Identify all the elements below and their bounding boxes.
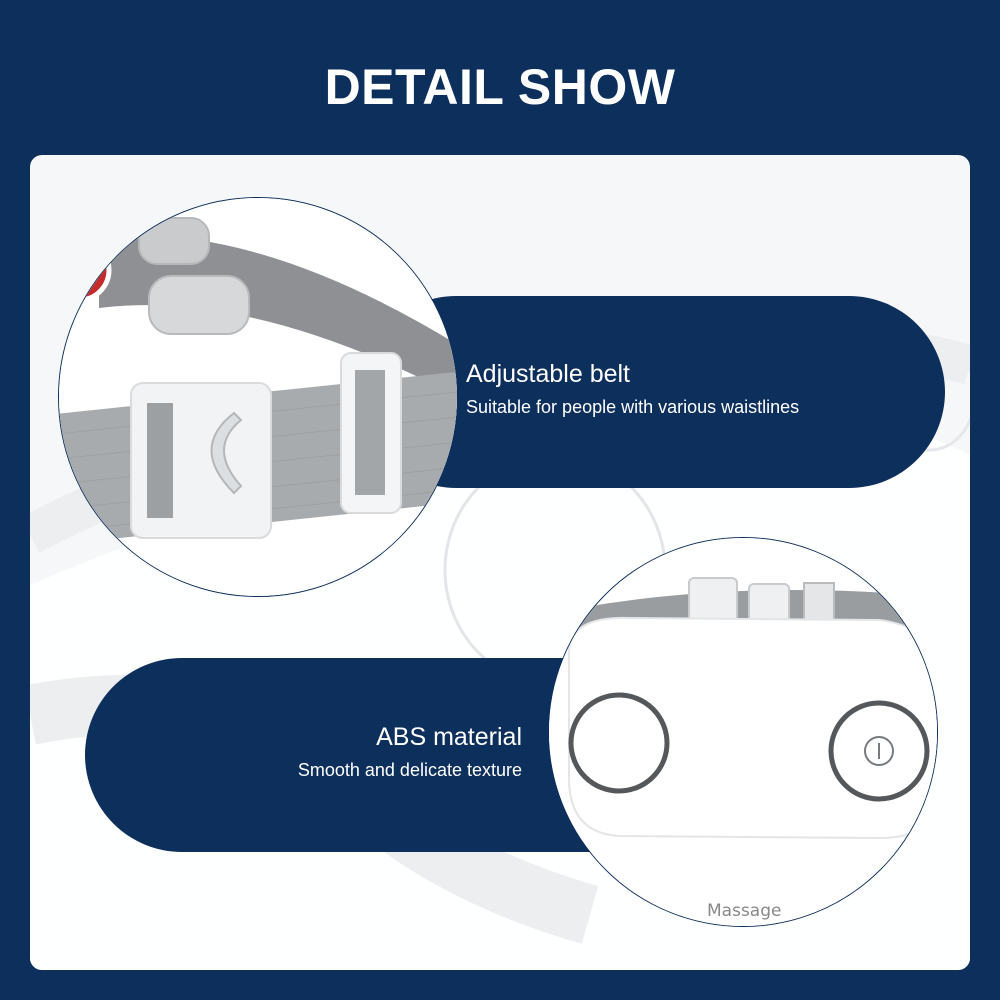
belt-buckle-closeup — [58, 197, 458, 597]
power-icon — [864, 736, 894, 766]
belt-buckle-image — [59, 198, 457, 596]
feature-text-adjustable-belt: Adjustable belt Suitable for people with… — [466, 360, 799, 418]
feature-text-abs-material: ABS material Smooth and delicate texture — [298, 723, 522, 781]
page-title: DETAIL SHOW — [324, 59, 676, 115]
massage-device-image — [549, 538, 937, 926]
detail-panel: Adjustable belt Suitable for people with… — [30, 155, 970, 970]
feature-heading: ABS material — [376, 723, 522, 751]
feature-heading: Adjustable belt — [466, 360, 631, 388]
device-label: Massage — [707, 901, 782, 921]
device-closeup: Massage — [548, 537, 938, 927]
feature-subtext: Smooth and delicate texture — [297, 760, 522, 780]
feature-subtext: Suitable for people with various waistli… — [466, 397, 800, 417]
